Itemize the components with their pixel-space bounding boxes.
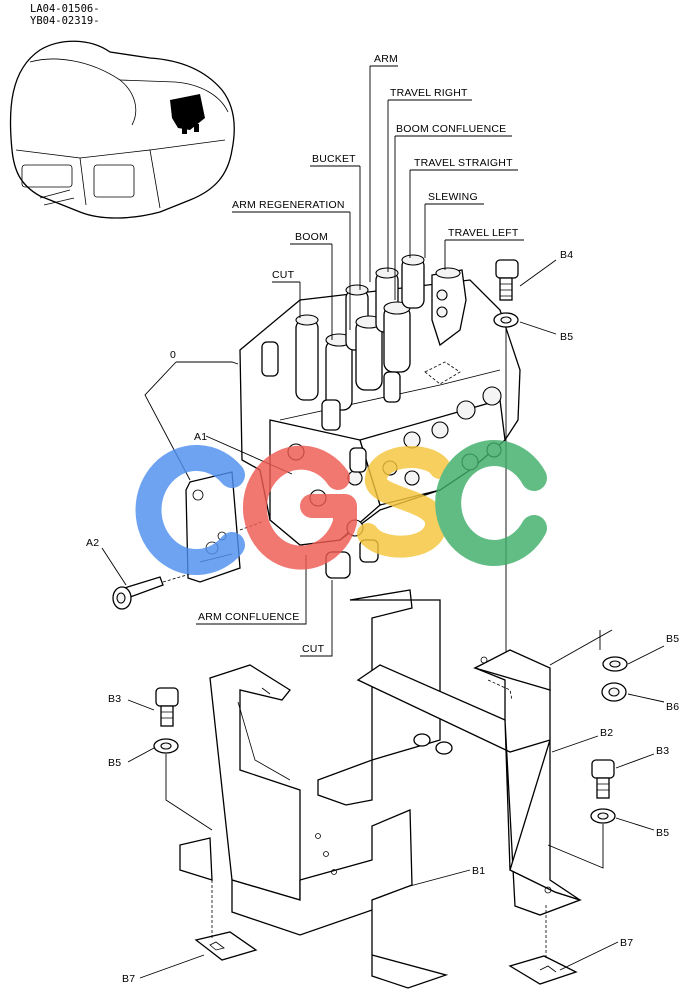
callout-b7-right: B7 [620,937,633,949]
callout-b3-right: B3 [656,745,669,757]
callout-a1: A1 [194,431,207,443]
doc-code-1: LA04-01506- [30,3,100,15]
callout-a2: A2 [86,537,99,549]
label-cut-bottom: CUT [302,643,325,655]
label-slewing: SLEWING [428,191,478,203]
washer-b5-left [153,738,179,754]
bolt-b3-right [591,759,615,799]
spacer-b7-left [194,931,258,961]
callout-b3-left: B3 [108,693,121,705]
bolt-b4 [495,259,519,301]
bracket-b2 [317,589,582,916]
callout-b5-top: B5 [560,331,573,343]
nut-b6 [601,682,627,702]
label-travel-right: TRAVEL RIGHT [390,87,468,99]
b5-mid-line [549,629,613,666]
label-bucket: BUCKET [312,153,356,165]
callout-b1: B1 [472,865,485,877]
callout-b4: B4 [560,249,573,261]
label-travel-left: TRAVEL LEFT [448,227,519,239]
nut-center [413,733,453,755]
label-boom-confluence: BOOM CONFLUENCE [396,123,506,135]
bolt-a2 [112,576,164,610]
watermark-letter-3 [357,446,451,558]
label-arm-confluence: ARM CONFLUENCE [198,611,299,623]
bolt-b3-left [155,687,179,727]
label-travel-straight: TRAVEL STRAIGHT [414,157,513,169]
label-cut-top: CUT [272,269,295,281]
washer-b5-top [493,312,519,328]
label-arm-regeneration: ARM REGENERATION [232,199,345,211]
machine-locator-icon [9,40,235,219]
callout-b5-bottom: B5 [656,827,669,839]
watermark-letter-2 [243,445,357,570]
watermark-logo [135,440,547,575]
label-leaders [101,65,665,979]
b3-right-line [547,824,604,869]
doc-code-2: YB04-02319- [30,15,100,27]
control-valve-block [239,254,521,579]
watermark-letter-4 [435,440,547,566]
label-boom: BOOM [295,231,328,243]
callout-b5-mid: B5 [666,633,679,645]
spacer-b7-right [508,955,578,985]
callout-0: 0 [170,349,176,361]
callout-b5-left: B5 [108,757,121,769]
label-arm: ARM [374,53,398,65]
callout-b6: B6 [666,701,679,713]
washer-b5-bottom [590,808,616,824]
watermark-letter-1 [135,445,245,575]
washer-b5-mid [602,656,628,672]
callout-b2: B2 [600,727,613,739]
callout-b7-left: B7 [122,973,135,985]
b3-left-line [165,754,213,831]
